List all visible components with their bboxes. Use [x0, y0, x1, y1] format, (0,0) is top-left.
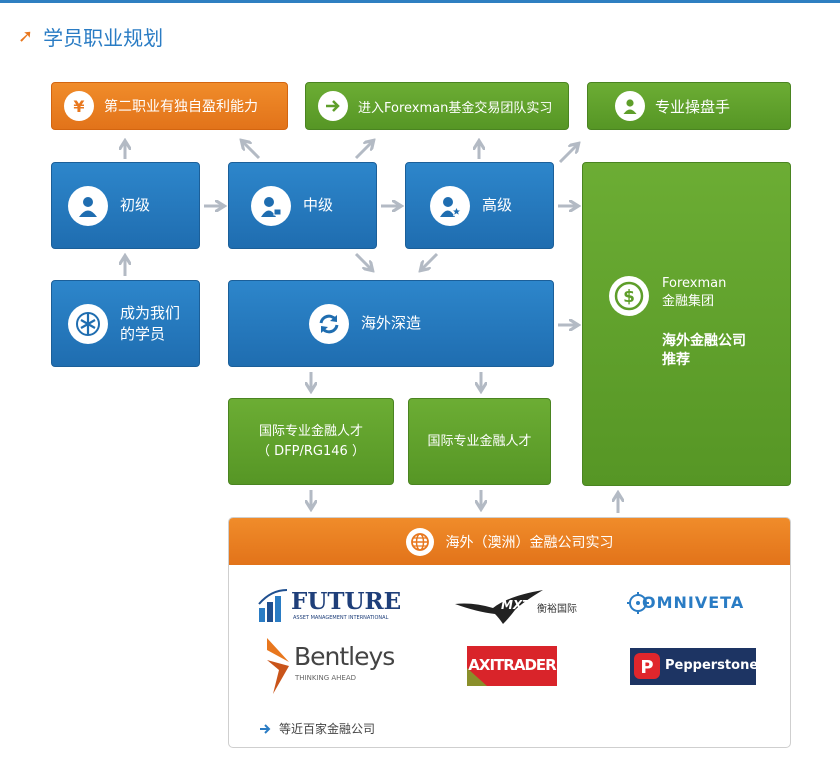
svg-text:P: P [640, 657, 653, 678]
internship-panel: 海外（澳洲）金融公司实习 FUTURE ASSET MANAGEMENT INT… [228, 517, 791, 748]
talent-plain: 国际专业金融人才 [408, 398, 551, 485]
more-companies-label: 等近百家金融公司 [279, 722, 376, 736]
talent-plain-label: 国际专业金融人才 [427, 433, 532, 449]
join-label-line2: 的学员 [120, 324, 166, 343]
talent-dfp: 国际专业金融人才 （ DFP/RG146 ） [228, 398, 394, 485]
internship-header: 海外（澳洲）金融公司实习 [229, 518, 790, 565]
svg-text:$: $ [623, 287, 635, 307]
level-advanced-label: 高级 [482, 196, 513, 214]
dollar-icon: $ [609, 276, 649, 316]
logo-omniveta: OMNIVETA [627, 590, 761, 616]
forexman-group: $ Forexman 金融集团 海外金融公司 推荐 [582, 162, 791, 486]
join-label-line1: 成为我们 [120, 303, 181, 322]
logo-future: FUTURE ASSET MANAGEMENT INTERNATIONAL [257, 588, 401, 626]
talent-dfp-line2: （ DFP/RG146 ） [257, 443, 365, 459]
eagle-icon [455, 590, 543, 624]
overseas-study-label: 海外深造 [361, 314, 422, 332]
join-box: 成为我们 的学员 [51, 280, 200, 367]
logo-axitrader: AXITRADER [467, 646, 557, 686]
goal-pro-trader-label: 专业操盘手 [655, 97, 731, 116]
user-icon [615, 91, 645, 121]
arrow-advanced-to-trader [558, 145, 577, 164]
goal-fund-team-label: 进入Forexman基金交易团队实习 [358, 100, 553, 116]
goal-fund-team: 进入Forexman基金交易团队实习 [305, 82, 569, 130]
group-recommend-line2: 推荐 [662, 352, 690, 368]
level-intermediate-label: 中级 [303, 196, 334, 214]
page-title: 学员职业规划 [43, 25, 164, 50]
logo-bentleys: Bentleys THINKING AHEAD [263, 636, 403, 698]
overseas-study: 海外深造 [228, 280, 554, 367]
user-star-icon [430, 185, 470, 226]
level-intermediate: 中级 [228, 162, 377, 249]
user-icon [68, 185, 108, 226]
logo-mxt: MXT 衡裕国际 [453, 588, 581, 628]
arrow-right-icon [260, 723, 271, 734]
arrow-intermediate-to-overseas [354, 252, 371, 269]
more-companies-link[interactable]: 等近百家金融公司 [259, 720, 375, 737]
goal-second-career-label: 第二职业有独自盈利能力 [104, 99, 258, 115]
refresh-icon [309, 303, 349, 344]
talent-dfp-line1: 国际专业金融人才 [258, 423, 363, 439]
yen-icon: ¥ [64, 91, 94, 121]
top-accent-bar [0, 0, 840, 3]
group-name-cn: 金融集团 [662, 294, 715, 309]
level-beginner-label: 初级 [120, 196, 151, 214]
arrow-intermediate-to-fund [354, 142, 372, 160]
arrow-right-icon [318, 91, 348, 121]
section-heading: ➚ 学员职业规划 [18, 22, 163, 50]
globe-icon [405, 527, 434, 556]
group-recommend-line1: 海外金融公司 [662, 333, 746, 349]
arrow-advanced-to-overseas [422, 252, 439, 269]
goal-second-career: ¥ 第二职业有独自盈利能力 [51, 82, 288, 130]
user-card-icon [251, 185, 291, 226]
logo-knot-icon [68, 303, 108, 344]
level-advanced: 高级 [405, 162, 554, 249]
level-beginner: 初级 [51, 162, 200, 249]
arrow-up-right-icon: ➚ [18, 25, 34, 47]
goal-pro-trader: 专业操盘手 [587, 82, 791, 130]
internship-title: 海外（澳洲）金融公司实习 [445, 534, 614, 551]
arrow-intermediate-to-second-career [243, 142, 261, 160]
pepper-p-icon: P [634, 653, 660, 679]
group-name-en: Forexman [662, 276, 727, 291]
logo-pepperstone: P Pepperstone [630, 648, 758, 685]
